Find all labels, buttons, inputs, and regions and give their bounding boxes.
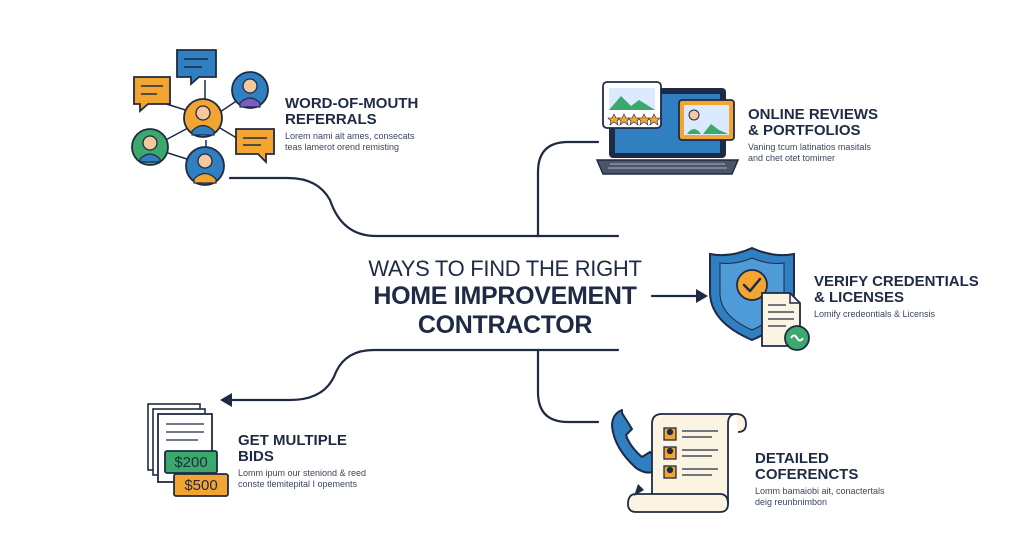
arrowhead-credentials	[696, 289, 708, 303]
node-referrals-desc: Lorem nami alt ames, consecats teas lame…	[285, 131, 435, 153]
node-reviews-title-2: & PORTFOLIOS	[748, 122, 861, 139]
connector-contracts	[536, 348, 600, 424]
node-contracts-desc-2: deig reunbnimbon	[755, 497, 828, 507]
laptop-reviews-illustration	[595, 81, 740, 175]
node-credentials-desc-1: Lomify credeontials & Licensis	[814, 309, 936, 319]
review-card	[602, 81, 662, 129]
node-contracts-desc: Lomm bamaiobi ait, conactertals deig reu…	[755, 486, 905, 508]
node-bids-desc-2: conste tlemitepital I opements	[238, 479, 358, 489]
node-contracts: DETAILED COFERENCTS Lomm bamaiobi ait, c…	[755, 451, 905, 508]
node-contracts-title-1: DETAILED	[755, 450, 829, 467]
node-bids-desc: Lomm ipum our steniond & reed conste tle…	[238, 468, 388, 490]
node-bids: GET MULTIPLE BIDS Lomm ipum our steniond…	[238, 433, 388, 490]
node-reviews: ONLINE REVIEWS & PORTFOLIOS Vaning tcum …	[748, 107, 898, 164]
person-avatar-icon	[185, 146, 225, 186]
center-title-line-1: WAYS TO FIND THE RIGHT	[368, 256, 642, 281]
node-bids-title-1: GET MULTIPLE	[238, 432, 347, 449]
chat-bubble-icon	[235, 128, 275, 165]
bid-amount-2: $500	[184, 477, 217, 494]
connector-lines	[228, 140, 700, 424]
chat-bubble-icon	[176, 49, 217, 86]
node-referrals-title-1: WORD-OF-MOUTH	[285, 95, 419, 112]
node-credentials-desc: Lomify credeontials & Licensis	[814, 309, 984, 320]
node-contracts-title-2: COFERENCTS	[755, 466, 859, 483]
arrowhead-bids	[220, 393, 232, 407]
phone-icon	[611, 409, 663, 474]
node-reviews-desc: Vaning tcum latinatios masitals and chet…	[748, 142, 898, 164]
node-reviews-desc-2: and chet otet tomimer	[748, 153, 836, 163]
laptop-base	[595, 159, 740, 175]
price-tag-500: $500	[173, 473, 229, 497]
node-credentials-title-2: & LICENSES	[814, 289, 905, 306]
person-avatar-icon	[131, 128, 169, 166]
node-contracts-desc-1: Lomm bamaiobi ait, conactertals	[755, 486, 885, 496]
node-reviews-desc-1: Vaning tcum latinatios masitals	[748, 142, 871, 152]
center-title-line-3: CONTRACTOR	[417, 311, 593, 339]
node-referrals-desc-2: teas lamerot orend remisting	[285, 142, 400, 152]
node-credentials-title-1: VERIFY CREDENTIALS	[814, 273, 979, 290]
node-referrals-title-2: REFERRALS	[285, 111, 377, 128]
chat-bubble-icon	[133, 76, 171, 113]
checkmark-icon	[736, 269, 768, 301]
referrals-illustration	[131, 49, 275, 186]
checklist	[663, 427, 718, 479]
center-title-line-2: HOME IMPROVEMENT	[373, 282, 637, 310]
price-tag-200: $200	[164, 450, 218, 474]
shield-credentials-illustration	[709, 246, 810, 351]
connector-bids	[228, 348, 620, 402]
node-credentials: VERIFY CREDENTIALS & LICENSES Lomify cre…	[814, 274, 984, 320]
star-rating-icon	[607, 113, 661, 126]
connector-reviews	[536, 140, 600, 238]
node-referrals: WORD-OF-MOUTH REFERRALS Lorem nami alt a…	[285, 96, 435, 153]
connector-referrals	[228, 176, 620, 238]
node-bids-desc-1: Lomm ipum our steniond & reed	[238, 468, 367, 478]
person-avatar-icon	[183, 98, 223, 138]
node-referrals-desc-1: Lorem nami alt ames, consecats	[285, 131, 415, 141]
bid-amount-1: $200	[174, 454, 207, 471]
bids-illustration: $200 $500	[147, 403, 229, 497]
portfolio-card	[678, 99, 735, 141]
pen-icon	[634, 484, 644, 496]
node-bids-title-2: BIDS	[238, 448, 274, 465]
contracts-illustration	[611, 409, 747, 513]
node-reviews-title-1: ONLINE REVIEWS	[748, 106, 879, 123]
scroll-document-icon	[627, 413, 747, 513]
person-avatar-icon	[231, 71, 269, 109]
